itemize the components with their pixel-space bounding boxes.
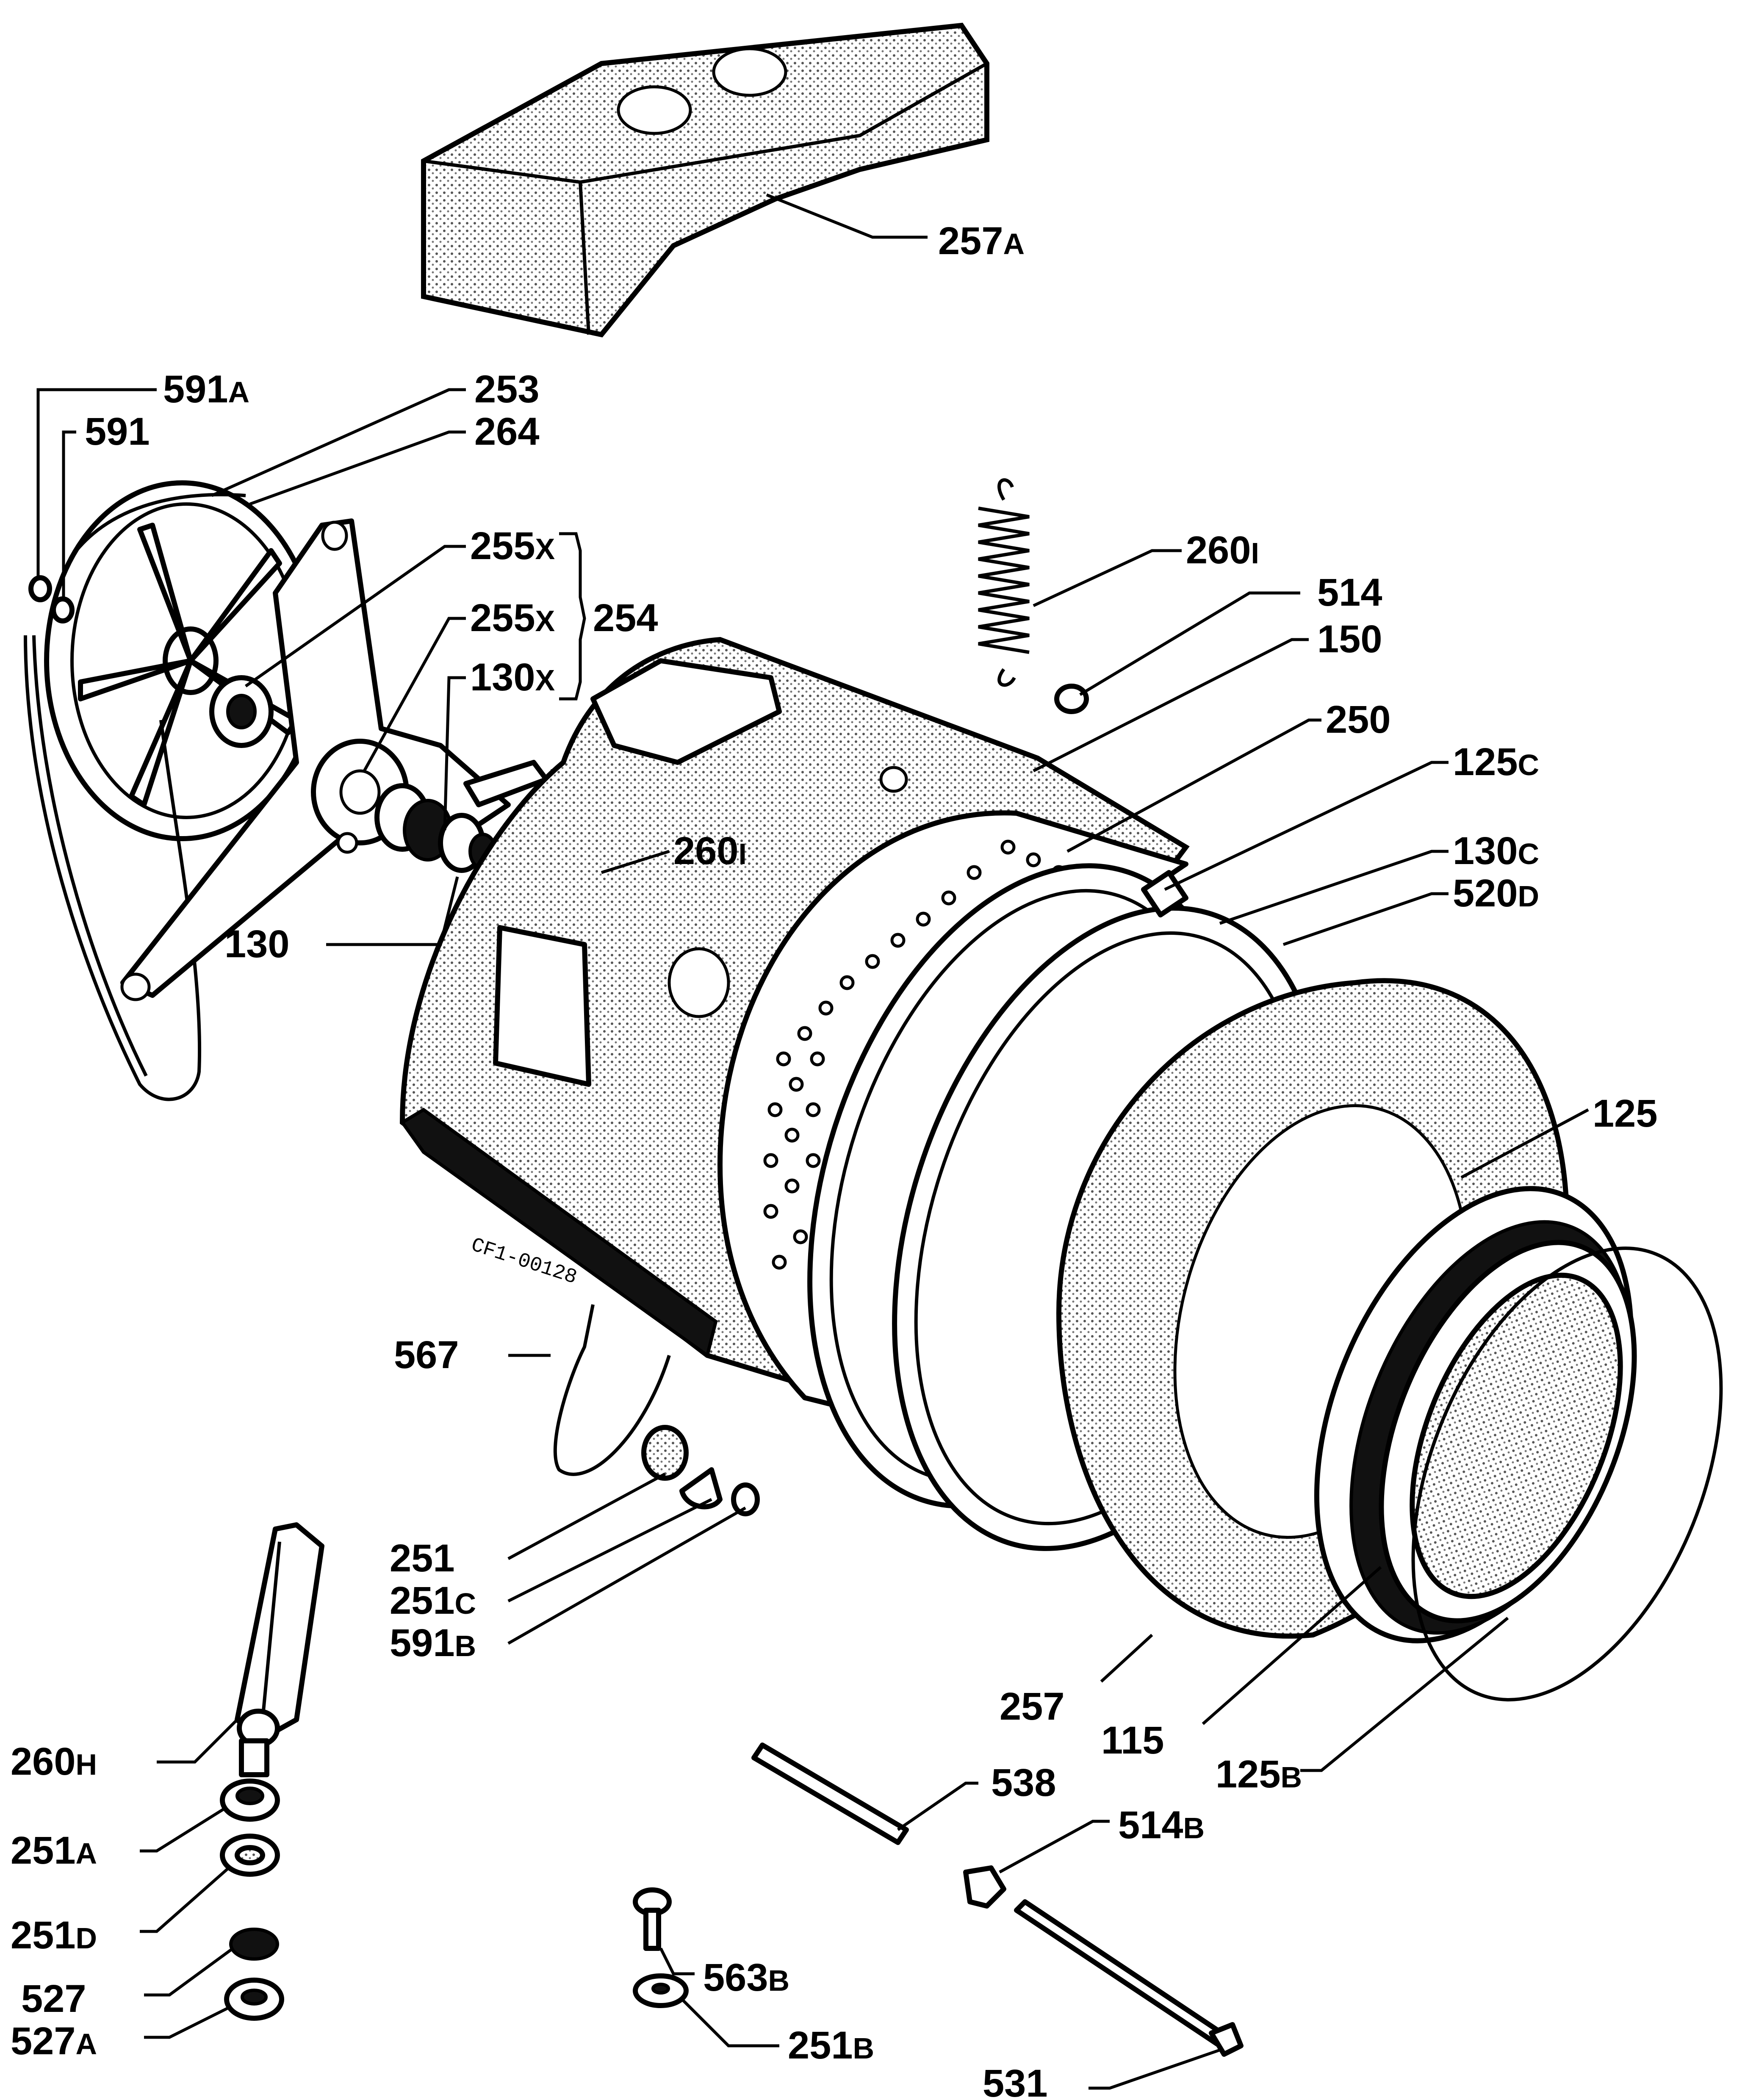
label-251: 251 <box>390 1537 455 1580</box>
spring-top-part <box>978 478 1030 687</box>
screw-563b-part <box>633 1887 672 1951</box>
wire-567-part <box>553 1304 671 1476</box>
label-254: 254 <box>593 596 658 640</box>
plug-514-part <box>1054 684 1089 714</box>
label-255x-top: 255X <box>470 524 555 568</box>
mount-stack-part <box>220 1779 284 2021</box>
counterweight-top-part <box>421 22 989 338</box>
label-527: 527 <box>21 1977 86 2020</box>
label-125: 125 <box>1593 1092 1658 1135</box>
label-260i: 260I <box>673 829 747 873</box>
label-125b: 125B <box>1216 1753 1302 1796</box>
label-251c: 251C <box>390 1579 476 1622</box>
label-130x: 130X <box>470 656 555 699</box>
label-591: 591 <box>85 410 150 453</box>
label-260i-top: 260I <box>1186 529 1259 572</box>
washer-251b-part <box>633 1973 689 2008</box>
label-257a: 257A <box>938 219 1025 263</box>
label-531: 531 <box>983 2062 1048 2100</box>
label-130: 130 <box>224 923 290 966</box>
label-251b: 251B <box>788 2024 874 2067</box>
label-520d: 520D <box>1453 872 1539 915</box>
label-514: 514 <box>1317 571 1382 614</box>
label-115: 115 <box>1101 1719 1164 1762</box>
label-255x: 255X <box>470 596 555 640</box>
bolt-531-part <box>1014 1899 1244 2057</box>
washers-591-part <box>28 575 75 623</box>
label-125c: 125C <box>1453 740 1539 784</box>
clamp-ring-part <box>1411 1247 1723 1701</box>
shock-absorber-part <box>235 1522 324 1777</box>
pin-538-part <box>751 1743 909 1845</box>
label-527a: 527A <box>11 2020 97 2063</box>
label-150: 150 <box>1317 618 1382 661</box>
label-591b: 591B <box>390 1621 476 1665</box>
leader-lines <box>36 193 1589 2090</box>
label-264: 264 <box>474 410 540 453</box>
bearings-part <box>209 675 549 873</box>
label-130c: 130C <box>1453 829 1539 873</box>
nut-514b-part <box>963 1865 1006 1909</box>
label-514b: 514B <box>1118 1804 1205 1847</box>
label-251d: 251D <box>11 1914 97 1957</box>
label-591a: 591A <box>163 368 249 411</box>
label-253: 253 <box>474 368 540 411</box>
label-260h: 260H <box>11 1740 97 1783</box>
label-251a: 251A <box>11 1829 97 1872</box>
label-250: 250 <box>1326 698 1391 741</box>
label-563b: 563B <box>703 1956 789 1999</box>
drive-belt-part <box>24 635 202 1101</box>
label-257: 257 <box>1000 1685 1065 1728</box>
foot-parts-251-part <box>641 1425 760 1516</box>
part-labels: 257A 591A 591 253 264 255X 254 255X 130X… <box>11 219 1658 2100</box>
label-567: 567 <box>394 1333 459 1377</box>
label-538: 538 <box>991 1761 1056 1804</box>
door-seal-part <box>1314 1186 1637 1643</box>
